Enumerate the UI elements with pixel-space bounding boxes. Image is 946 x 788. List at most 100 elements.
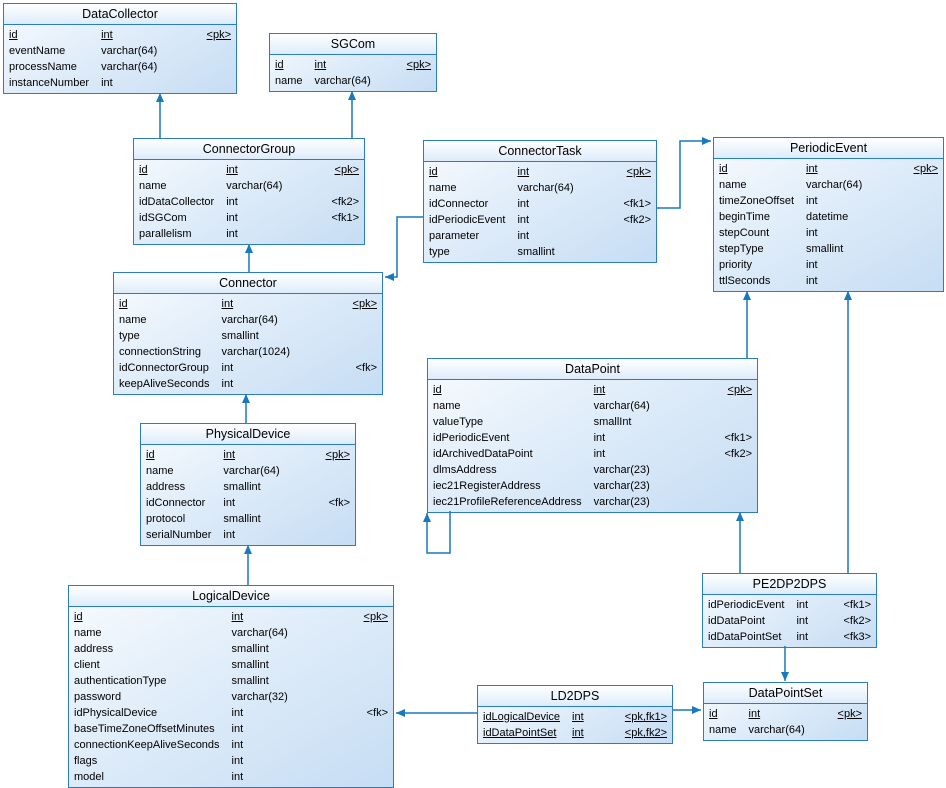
attribute-key-tag [724,494,752,510]
attribute-type: varchar(64) [806,179,863,191]
entity-title: DataPoint [428,359,757,380]
attribute-key-tag [326,527,350,543]
attribute-name: ttlSeconds [719,275,771,287]
entity-title: ConnectorGroup [134,139,364,160]
attribute-type: int [226,212,238,224]
attribute-type: int [806,259,818,271]
attribute-type: varchar(32) [231,691,288,703]
attribute-type: int [226,228,238,240]
attribute-key-tag [914,225,938,241]
attribute-key-tag [724,462,752,478]
attribute-name: authenticationType [74,675,167,687]
attribute-key-tag [364,753,388,769]
entity-title: SGCom [270,34,436,55]
entity-table-datapointset[interactable]: DataPointSet id int <pk> name varchar(64) [703,682,868,741]
attribute-key-tag: <fk1> [623,198,651,210]
attribute-type: varchar(64) [101,61,158,73]
attribute-key-tag [326,511,350,527]
entity-title: LogicalDevice [69,586,393,607]
entity-title: Connector [114,273,382,294]
attribute-type: int [517,214,530,226]
attribute-key-tag [207,75,231,91]
attribute-name: address [74,643,114,655]
attribute-name: valueType [433,416,484,428]
attribute-key-tag: <pk> [727,384,752,396]
attribute-type: datetime [806,211,849,223]
attribute-key-tag [914,209,938,225]
attribute-type: varchar(64) [517,182,574,194]
attribute-name: id [709,708,718,720]
attribute-key-tag: <pk> [325,449,350,461]
attribute-name: idPeriodicEvent [433,432,510,444]
attribute-type: int [806,195,818,207]
attribute-name: idLogicalDevice [483,711,561,723]
attribute-type: varchar(64) [748,724,805,736]
attribute-key-tag: <pk,fk2> [624,727,667,739]
attribute-type: int [806,163,818,175]
attribute-name: flags [74,755,98,767]
attribute-key-tag [914,177,938,193]
attribute-type: int [231,611,244,623]
attribute-name: idConnector [429,198,489,210]
attribute-name: address [146,481,186,493]
entity-title: ConnectorTask [424,141,656,162]
attribute-type: smallint [806,243,844,255]
attribute-key-tag [914,257,938,273]
attribute-name: name [429,182,457,194]
attribute-name: dlmsAddress [433,464,497,476]
attribute-name: name [709,724,737,736]
attribute-key-tag: <fk> [328,497,350,509]
attribute-type: int [593,448,606,460]
attribute-name: idDataPoint [708,615,765,627]
attribute-key-tag [364,657,388,673]
attribute-key-tag [207,43,231,59]
attribute-type: int [593,432,606,444]
attribute-key-tag [364,641,388,657]
attribute-name: idPeriodicEvent [429,214,506,226]
attribute-key-tag [326,479,350,495]
attribute-type: int [748,708,761,720]
entity-title: LD2DPS [478,686,672,707]
attribute-key-tag [364,769,388,785]
attribute-type: varchar(64) [231,627,288,639]
attribute-type: varchar(64) [223,465,280,477]
attribute-type: int [572,727,584,739]
attribute-name: id [275,59,284,71]
attribute-name: client [74,659,100,671]
attribute-type: int [314,59,327,71]
attribute-key-tag: <fk1> [843,599,871,611]
attribute-key-tag [724,414,752,430]
attribute-type: int [226,164,238,176]
attribute-name: name [719,179,747,191]
attribute-type: int [223,529,236,541]
attribute-key-tag: <fk> [355,362,377,374]
attribute-key-tag [838,722,862,738]
entity-title: PE2DP2DPS [703,574,876,595]
attribute-name: id [433,384,442,396]
attribute-type: varchar(23) [593,464,650,476]
attribute-type: varchar(64) [314,75,371,87]
attribute-key-tag [914,193,938,209]
attribute-type: int [796,615,809,627]
attribute-name: processName [9,61,77,73]
attribute-key-tag [353,376,377,392]
entity-title: DataPointSet [704,683,867,704]
attribute-name: protocol [146,513,186,525]
attribute-type: int [806,227,818,239]
attribute-type: varchar(64) [221,314,278,326]
attribute-key-tag: <pk> [837,708,862,720]
